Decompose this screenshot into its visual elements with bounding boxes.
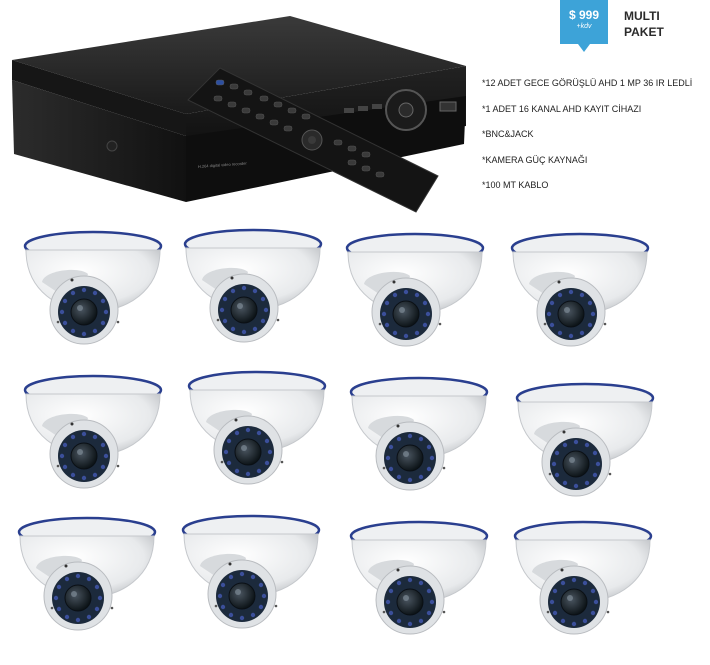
dome-camera-icon	[515, 382, 655, 498]
price-badge: $ 999 +kdv	[560, 0, 608, 52]
dome-camera-icon	[183, 228, 323, 344]
dome-camera-icon	[181, 514, 321, 630]
dome-camera-icon	[187, 370, 327, 486]
package-name: MULTI PAKET	[624, 8, 684, 40]
dome-camera-icon	[345, 232, 485, 348]
feature-item: *100 MT KABLO	[482, 180, 549, 190]
dvr-recorder-image: H.264 digital video recorder	[12, 16, 466, 213]
price-amount: $ 999	[568, 8, 600, 22]
package-name-line1: MULTI	[624, 9, 660, 23]
dome-camera-icon	[23, 230, 163, 346]
dome-camera-icon	[17, 516, 157, 632]
price-tax-note: +kdv	[576, 23, 592, 30]
feature-list: *12 ADET GECE GÖRÜŞLÜ AHD 1 MP 36 IR LED…	[482, 78, 692, 206]
dome-camera-icon	[510, 232, 650, 348]
feature-item: *BNC&JACK	[482, 129, 534, 139]
dome-camera-icon	[349, 520, 489, 636]
feature-item: *KAMERA GÜÇ KAYNAĞI	[482, 154, 588, 165]
dome-camera-icon	[23, 374, 163, 490]
feature-item: *12 ADET GECE GÖRÜŞLÜ AHD 1 MP 36 IR LED…	[482, 78, 693, 88]
dvr-front-label: H.264 digital video recorder	[198, 161, 248, 169]
feature-item: *1 ADET 16 KANAL AHD KAYIT CİHAZI	[482, 103, 642, 114]
dome-camera-icon	[513, 520, 653, 636]
package-name-line2: PAKET	[624, 25, 664, 39]
dome-camera-icon	[349, 376, 489, 492]
